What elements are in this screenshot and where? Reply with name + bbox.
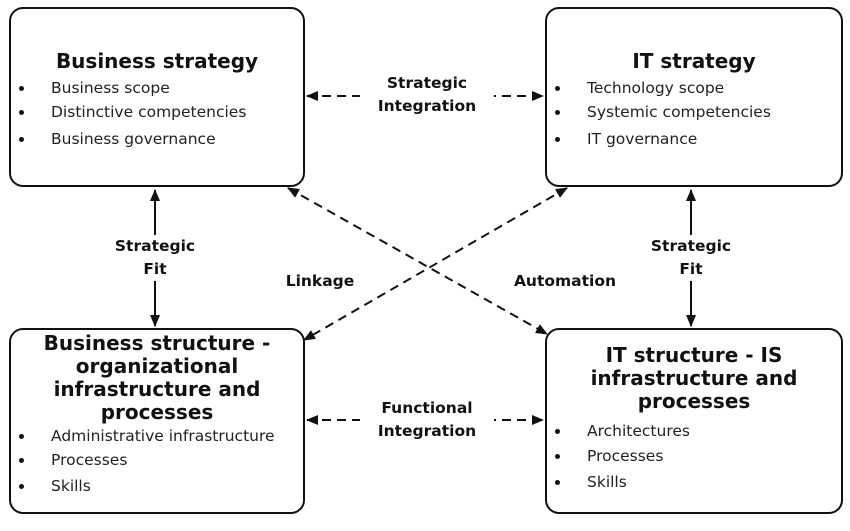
- bullet-icon: [555, 480, 560, 485]
- title-line: Business structure -: [43, 331, 271, 355]
- list-item: Technology scope: [547, 76, 841, 100]
- it-strategy-box: IT strategy Technology scope Systemic co…: [545, 7, 843, 187]
- list-item: Business scope: [11, 76, 303, 100]
- it-strategy-list: Technology scope Systemic competencies I…: [547, 76, 841, 151]
- list-item-label: Processes: [587, 447, 664, 465]
- strategic-integration-label: Strategic Integration: [360, 72, 494, 118]
- bullet-icon: [555, 137, 560, 142]
- business-strategy-title: Business strategy: [55, 49, 259, 73]
- bullet-icon: [555, 429, 560, 434]
- list-item: Processes: [11, 448, 303, 472]
- label-line: Strategic: [386, 74, 468, 92]
- label-line: Strategic: [114, 237, 196, 255]
- title-line: processes: [100, 400, 214, 424]
- linkage-arrow: [303, 187, 568, 341]
- label-line: Functional: [381, 399, 473, 417]
- list-item: Systemic competencies: [547, 100, 841, 124]
- bullet-icon: [19, 434, 24, 439]
- list-item: Processes: [547, 444, 841, 468]
- title-line: organizational: [75, 354, 239, 378]
- it-strategy-title: IT strategy: [632, 49, 756, 73]
- list-item-label: Systemic competencies: [587, 103, 771, 121]
- business-structure-box: Business structure - organizational infr…: [9, 328, 305, 514]
- strategic-fit-left-label: Strategic Fit: [105, 235, 205, 281]
- title-line: infrastructure and: [53, 377, 261, 401]
- list-item-label: Processes: [51, 451, 128, 469]
- bullet-icon: [19, 110, 24, 115]
- bullet-icon: [19, 484, 24, 489]
- bullet-icon: [19, 458, 24, 463]
- label-line: Strategic: [650, 237, 732, 255]
- list-item-label: Business governance: [51, 130, 216, 148]
- automation-label: Automation: [513, 272, 617, 290]
- bullet-icon: [555, 110, 560, 115]
- bullet-icon: [19, 137, 24, 142]
- list-item: Business governance: [11, 127, 303, 151]
- it-structure-list: Architectures Processes Skills: [547, 419, 841, 494]
- list-item-label: Skills: [51, 477, 91, 495]
- list-item: Architectures: [547, 419, 841, 443]
- list-item-label: IT governance: [587, 130, 698, 148]
- business-strategy-box: Business strategy Business scope Distinc…: [9, 7, 305, 187]
- strategic-fit-right-label: Strategic Fit: [641, 235, 741, 281]
- list-item-label: Skills: [587, 473, 627, 491]
- list-item-label: Business scope: [51, 79, 170, 97]
- label-line: Fit: [679, 260, 703, 278]
- list-item-label: Administrative infrastructure: [51, 427, 275, 445]
- bullet-icon: [19, 86, 24, 91]
- business-structure-list: Administrative infrastructure Processes …: [11, 424, 303, 498]
- functional-integration-label: Functional Integration: [360, 397, 494, 443]
- it-structure-box: IT structure - IS infrastructure and pro…: [545, 328, 843, 514]
- label-line: Integration: [377, 422, 477, 440]
- business-structure-title: Business structure - organizational infr…: [11, 332, 303, 424]
- list-item-label: Technology scope: [587, 79, 725, 97]
- bullet-icon: [555, 86, 560, 91]
- list-item: Skills: [11, 474, 303, 498]
- title-line: infrastructure and: [590, 366, 798, 390]
- title-line: IT structure - IS: [605, 343, 783, 367]
- list-item-label: Distinctive competencies: [51, 103, 247, 121]
- it-structure-title: IT structure - IS infrastructure and pro…: [547, 344, 841, 413]
- label-line: Fit: [143, 260, 167, 278]
- label-line: Integration: [377, 97, 477, 115]
- linkage-label: Linkage: [285, 272, 355, 290]
- list-item-label: Architectures: [587, 422, 690, 440]
- list-item: Administrative infrastructure: [11, 424, 303, 448]
- list-item: Skills: [547, 470, 841, 494]
- list-item: Distinctive competencies: [11, 100, 303, 124]
- business-strategy-list: Business scope Distinctive competencies …: [11, 76, 303, 151]
- title-line: processes: [637, 389, 751, 413]
- bullet-icon: [555, 454, 560, 459]
- automation-arrow: [287, 187, 548, 335]
- list-item: IT governance: [547, 127, 841, 151]
